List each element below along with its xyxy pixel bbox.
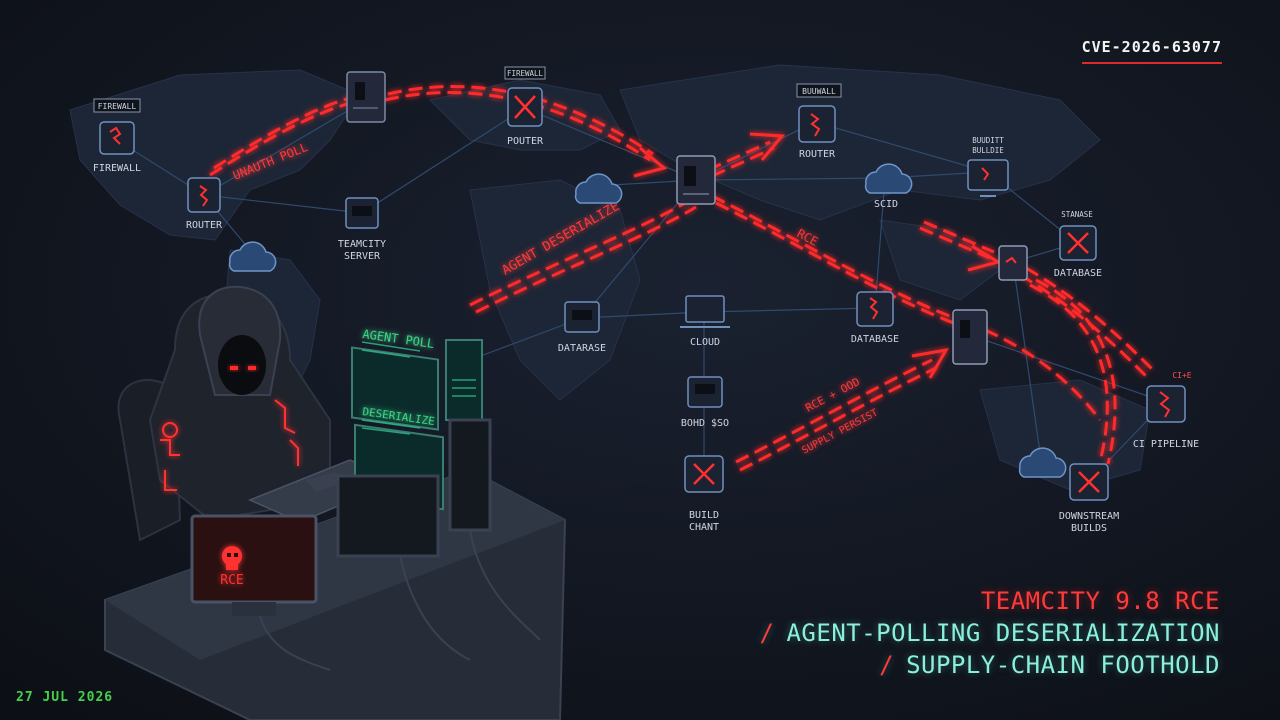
server-tower-icon [346, 71, 386, 123]
label-downstream-line1: DOWNSTREAM [1059, 511, 1119, 522]
hacker-hand [305, 472, 345, 492]
skull-icon [222, 546, 242, 570]
firewall-icon [99, 121, 135, 155]
label-database-right: DATABASE [1054, 268, 1102, 279]
headline-line2-row: / AGENT-POLLING DESERIALIZATION [760, 617, 1220, 649]
compromise-mark [199, 185, 209, 207]
network-nodes: FIREWALL FIREWALL ROUTER TEAMCITY SERVER… [93, 66, 1199, 534]
blocked-x-icon [514, 95, 536, 119]
label-teamcity-line2: SERVER [344, 251, 381, 262]
headline-separator: / [759, 619, 775, 647]
tag-box [796, 83, 842, 98]
monitor-agent-poll [351, 346, 439, 431]
label-pouter: POUTER [507, 136, 544, 147]
cloud-icons [228, 163, 1067, 478]
tag-box [93, 98, 141, 113]
laptop-icon [685, 295, 725, 323]
headline-line3-row: / SUPPLY-CHAIN FOOTHOLD [760, 649, 1220, 681]
tag-stanase: STANASE [1061, 210, 1093, 219]
headline-line3: SUPPLY-CHAIN FOOTHOLD [906, 651, 1220, 679]
rce-monitor-text: RCE [220, 573, 243, 588]
compromise-mark [1159, 391, 1171, 418]
ci-icon [1146, 385, 1186, 423]
blocked-x-icon [1078, 471, 1100, 493]
date-stamp: 27 JUL 2026 [16, 690, 114, 705]
tag-box [504, 66, 546, 80]
router-icon [187, 177, 221, 213]
label-firewall-left: FIREWALL [93, 163, 141, 174]
label-scid: SCID [874, 199, 898, 210]
blocked-x-icon [1067, 232, 1089, 254]
label-datarase: DATARASE [558, 343, 606, 354]
cloud-icon [228, 241, 277, 272]
blocked-x-icon [693, 463, 715, 485]
hacker-workstation: AGENT POLL DESERIALIZE RCE [104, 285, 567, 720]
cloud-icon [864, 163, 913, 194]
tag-divider-line1: BUUDITT [972, 136, 1004, 145]
rce-monitor [190, 514, 318, 604]
tag-ci: CI+E [1172, 371, 1191, 380]
tag-firewall-left: FIREWALL [98, 102, 137, 111]
circuit-pattern [160, 399, 299, 491]
cloud-icon [1018, 447, 1067, 478]
server-slot [355, 82, 365, 100]
label-teamcity-line1: TEAMCITY [338, 239, 386, 250]
desk-cables [259, 529, 541, 671]
router-icon [798, 105, 836, 143]
cve-id-tag: CVE-2026-63077 [1081, 38, 1222, 64]
monitor-dark [336, 474, 440, 558]
tag-router-top-right: BUUWALL [802, 87, 836, 96]
label-downstream-line2: BUILDS [1071, 523, 1107, 534]
label-router-top-right: ROUTER [799, 149, 836, 160]
label-ci-pipeline: CI PIPELINE [1133, 439, 1199, 450]
compromise-mark [810, 113, 821, 137]
compromise-mark [869, 297, 879, 320]
server-icon [998, 245, 1028, 281]
tag-firewall-top: FIREWALL [507, 69, 544, 78]
headline: TEAMCITY 9.8 RCE / AGENT-POLLING DESERIAL… [760, 585, 1220, 681]
headline-separator: / [879, 651, 895, 679]
hacker-eye [230, 366, 238, 370]
label-build-line2: CHANT [689, 522, 719, 533]
label-bohd: BOHD $SO [681, 418, 729, 429]
label-database-mid: DATABASE [851, 334, 899, 345]
server-screen [352, 206, 372, 216]
label-build-line1: BUILD [689, 510, 719, 521]
tag-divider-line2: BULLDIE [972, 146, 1004, 155]
database-icon [856, 291, 894, 327]
cloud-icon [574, 173, 623, 204]
label-cloud: CLOUD [690, 337, 720, 348]
headline-line2: AGENT-POLLING DESERIALIZATION [786, 619, 1220, 647]
label-router-left: ROUTER [186, 220, 223, 231]
hacker-eye [248, 366, 256, 370]
hacker-face [218, 335, 266, 395]
attack-arrowheads [633, 132, 1002, 379]
monitor-dark [448, 418, 492, 532]
headline-title: TEAMCITY 9.8 RCE [980, 587, 1220, 615]
compromise-mark [109, 126, 122, 145]
